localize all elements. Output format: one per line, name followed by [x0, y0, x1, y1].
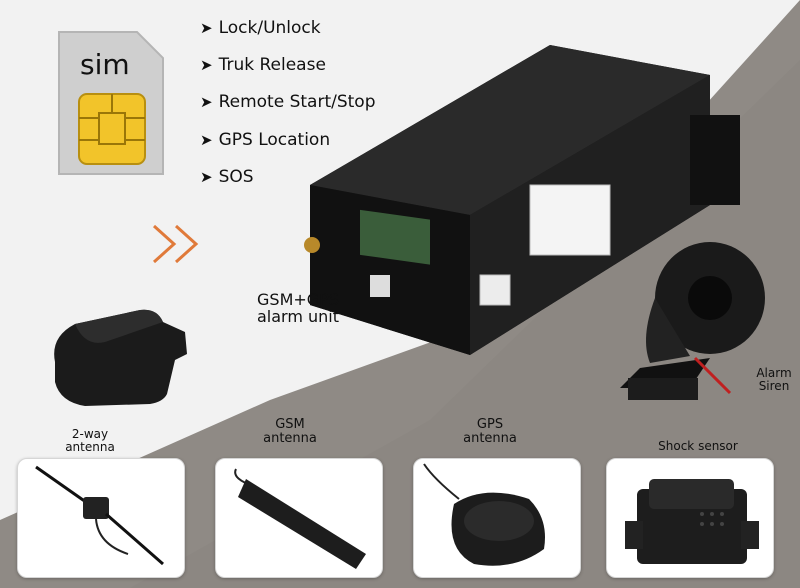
- accessory-line1: Shock sensor: [658, 439, 738, 453]
- alarm-unit-label: GSM+GPS alarm unit: [238, 290, 358, 326]
- two-way-antenna-icon: [35, 465, 164, 566]
- remote-fob-image: [54, 309, 187, 406]
- gsm-antenna-label: GSM antenna: [240, 418, 340, 445]
- feature-label: Remote Start/Stop: [218, 92, 376, 112]
- shock-sensor-label: Shock sensor: [628, 440, 768, 453]
- accessory-line2: antenna: [263, 430, 317, 446]
- alarm-unit-line2: alarm unit: [256, 306, 340, 326]
- gps-antenna-icon: [423, 463, 545, 566]
- arrow-bullet-icon: ➤: [200, 93, 213, 111]
- double-chevron-icon: [152, 224, 199, 264]
- accessory-line1: 2-way: [71, 427, 109, 441]
- alarm-unit-line1: GSM+GPS: [257, 290, 339, 309]
- siren-line2: Siren: [758, 378, 790, 393]
- feature-lock-unlock: ➤ Lock/Unlock: [200, 18, 321, 38]
- two-way-antenna-label: 2-way antenna: [40, 428, 140, 453]
- arrow-bullet-icon: ➤: [200, 19, 213, 37]
- feature-remote-start: ➤ Remote Start/Stop: [200, 92, 375, 112]
- siren-label: Alarm Siren: [748, 367, 800, 392]
- arrow-bullet-icon: ➤: [200, 168, 213, 186]
- alarm-siren-image: [620, 242, 765, 400]
- shock-sensor-card: [606, 458, 774, 578]
- feature-label: Truk Release: [218, 55, 326, 75]
- accessory-line1: GSM: [275, 417, 305, 432]
- accessory-line2: antenna: [65, 439, 115, 454]
- accessory-line1: GPS: [476, 417, 504, 432]
- arrow-bullet-icon: ➤: [200, 56, 213, 74]
- accessory-line2: antenna: [463, 430, 517, 446]
- feature-gps-location: ➤ GPS Location: [200, 130, 330, 150]
- sim-label: sim: [80, 48, 130, 81]
- gps-antenna-card: [413, 458, 581, 578]
- feature-label: GPS Location: [218, 130, 331, 150]
- gps-antenna-label: GPS antenna: [440, 418, 540, 445]
- alarm-unit-image: [304, 45, 740, 355]
- two-way-antenna-card: [17, 458, 185, 578]
- gsm-antenna-icon: [234, 468, 366, 569]
- feature-label: SOS: [218, 167, 254, 187]
- gsm-antenna-card: [215, 458, 383, 578]
- feature-truk-release: ➤ Truk Release: [200, 55, 326, 75]
- siren-line1: Alarm: [756, 366, 792, 380]
- feature-label: Lock/Unlock: [218, 18, 321, 38]
- feature-sos: ➤ SOS: [200, 167, 254, 187]
- arrow-bullet-icon: ➤: [200, 131, 213, 149]
- shock-sensor-icon: [625, 479, 759, 564]
- sim-card-icon: [58, 31, 164, 175]
